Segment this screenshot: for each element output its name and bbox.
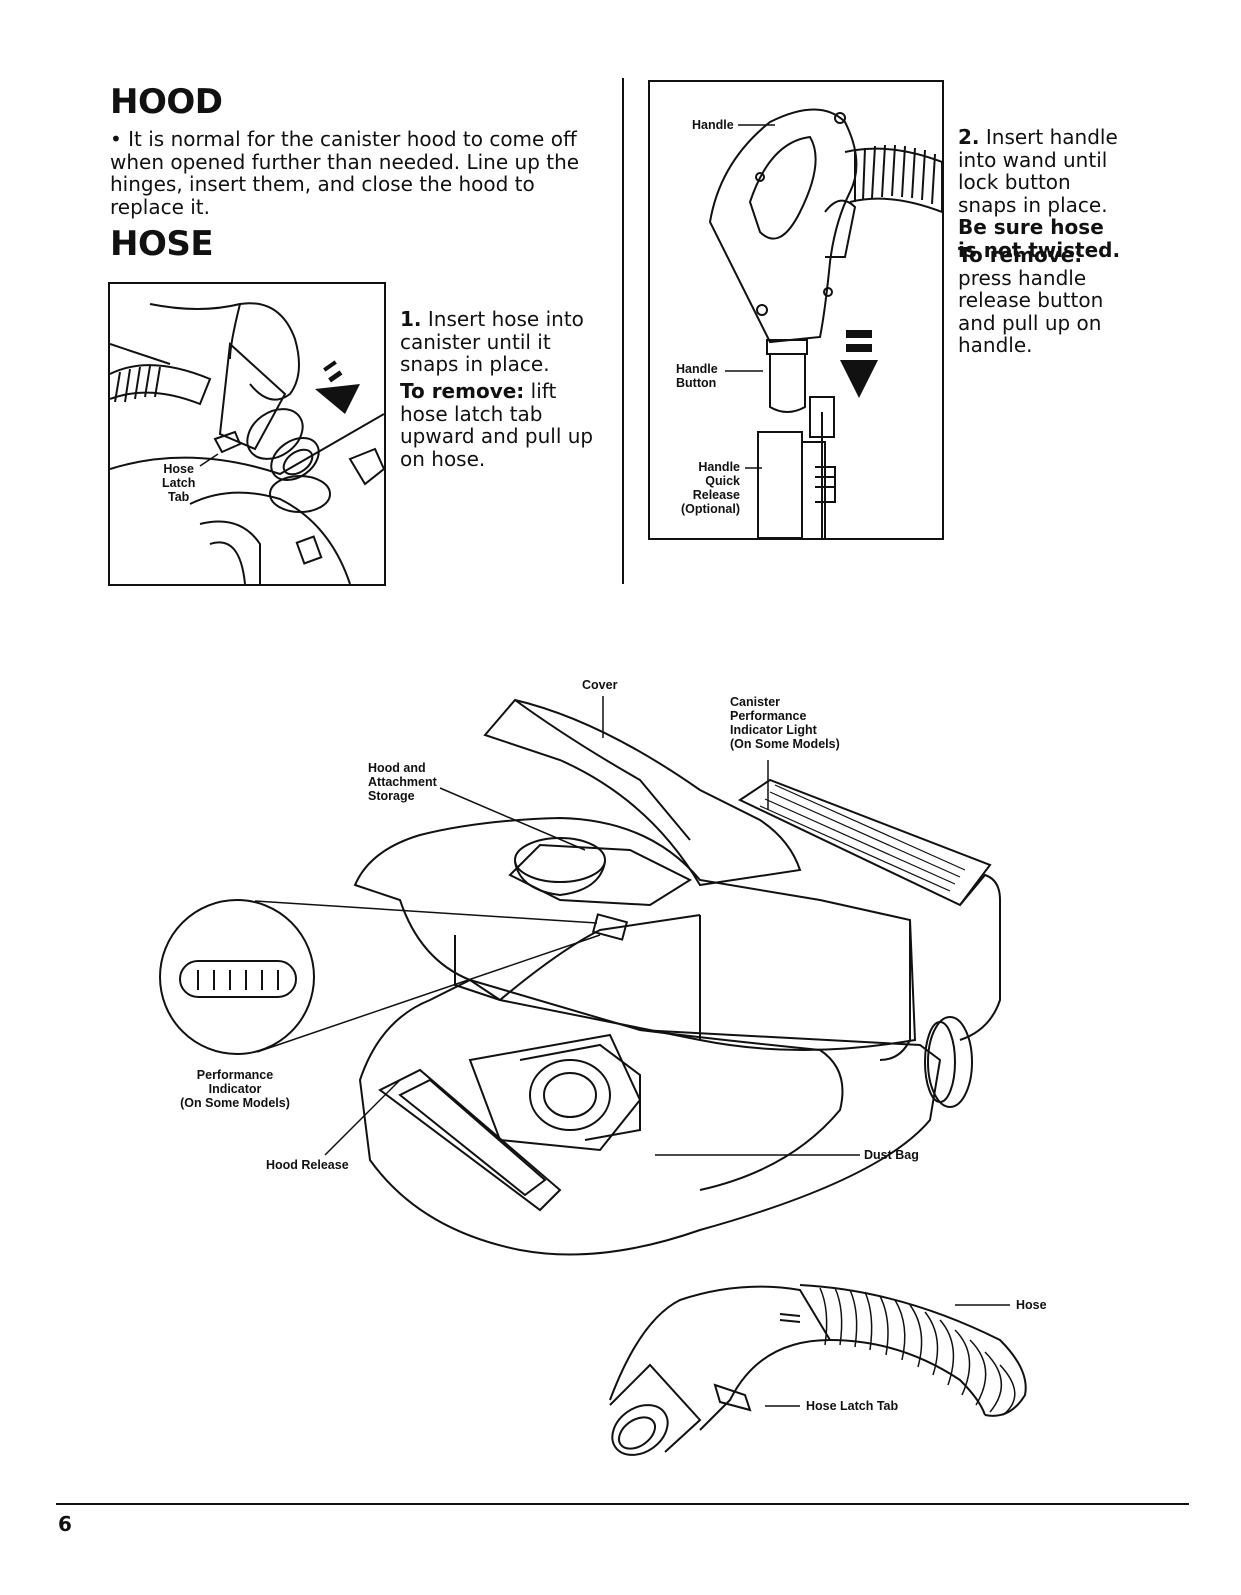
hood-release-label: Hood Release [266,1158,349,1172]
dust-bag-label: Dust Bag [864,1148,919,1162]
hose-title: HOSE [110,224,214,264]
arrow-down-icon [840,330,878,398]
handle-quick-release-label: Handle Quick Release (Optional) [678,460,740,516]
canister-light-line-4: (On Some Models) [730,737,840,751]
hood-title: HOOD [110,82,223,122]
hood-storage-label: Hood and Attachment Storage [368,761,437,803]
step-2-warning: Be sure hose is not twisted. [958,215,1121,262]
hood-storage-line-3: Storage [368,789,415,803]
handle-quick-release-line-4: (Optional) [680,502,740,516]
step-2-remove: To remove: press handle release button a… [958,244,1128,357]
hose-latch-tab-label: Hose Latch Tab [162,462,195,504]
canister-light-label: Canister Performance Indicator Light (On… [730,695,840,751]
handle-quick-release-line-1: Handle [698,460,740,474]
hose-insert-figure: Hose Latch Tab [108,282,386,586]
performance-indicator-line-2: Indicator [208,1082,262,1096]
step-2-remove-text: press handle release button and pull up … [958,265,1104,357]
column-divider [622,78,624,584]
handle-wand-illustration [708,108,942,538]
handle-quick-release-line-3: Release [692,488,740,502]
step-2-number: 2. [958,125,980,149]
step-1-remove-text: lift hose latch tab upward and pull up o… [400,379,594,471]
step-1-number: 1. [400,307,422,331]
performance-indicator-label: Performance Indicator (On Some Models) [170,1068,300,1110]
hose-latch-tab-line-3: Tab [168,490,190,504]
handle-button-label: Handle Button [676,362,718,390]
hood-text: • It is normal for the canister hood to … [110,128,600,218]
step-2-text: 2. Insert handle into wand until lock bu… [958,126,1128,261]
hood-paragraph: It is normal for the canister hood to co… [110,127,580,219]
hose-latch-tab-line-1: Hose [163,462,194,476]
handle-button-line-2: Button [676,376,717,390]
page-number: 6 [58,1512,72,1536]
footer-rule [56,1503,1189,1505]
hose-latch-tab-bottom-label: Hose Latch Tab [806,1399,899,1413]
step-2-remove-label: To remove: [958,243,1083,267]
handle-label: Handle [692,118,734,132]
hood-storage-line-2: Attachment [368,775,437,789]
hose-latch-tab-line-2: Latch [162,476,196,490]
canister-light-line-1: Canister [730,695,781,709]
hose-insert-illustration [110,302,384,584]
hose-label: Hose [1016,1298,1047,1312]
handle-quick-release-line-2: Quick [705,474,740,488]
performance-indicator-line-3: (On Some Models) [180,1096,290,1110]
step-2-instruction: Insert handle into wand until lock butto… [958,125,1118,217]
step-1-remove-label: To remove: [400,379,525,403]
cover-label: Cover [582,678,618,692]
canister-light-line-2: Performance [730,709,807,723]
performance-indicator-line-1: Performance [196,1068,274,1082]
handle-button-line-1: Handle [676,362,718,376]
step-1-text: 1. Insert hose into canister until it sn… [400,308,600,376]
hood-storage-line-1: Hood and [368,761,426,775]
step-1-remove: To remove: lift hose latch tab upward an… [400,380,600,470]
hood-bullet: • [110,127,122,151]
canister-light-line-3: Indicator Light [730,723,817,737]
step-1-instruction: Insert hose into canister until it snaps… [400,307,584,376]
arrow-down-icon [315,360,360,414]
handle-wand-figure: Handle Handle Button Handle Quick Releas… [648,80,944,540]
